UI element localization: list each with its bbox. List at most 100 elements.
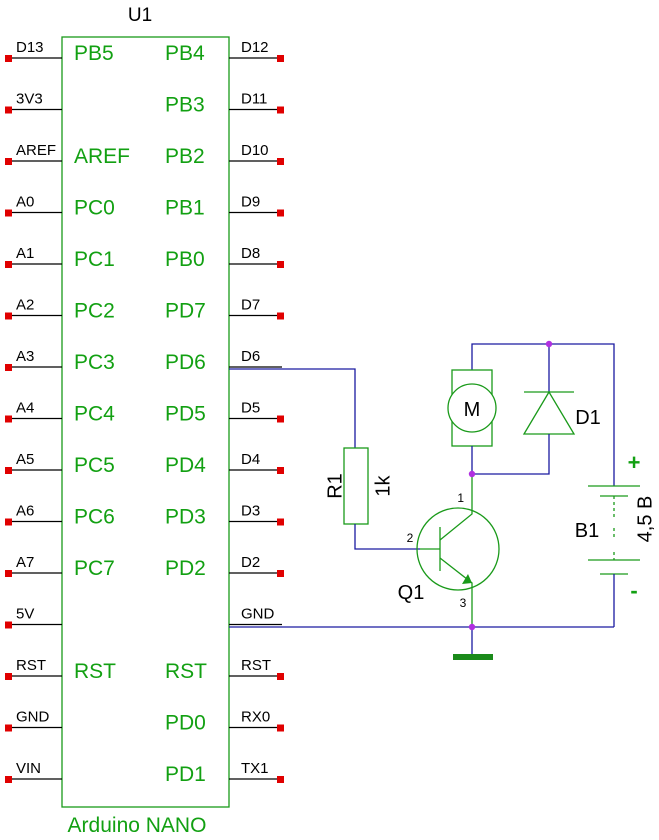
- pin-name: VIN: [16, 760, 41, 777]
- pin-name: D7: [241, 297, 260, 314]
- pin-name: A5: [16, 451, 34, 468]
- pin-name: 3V3: [16, 91, 43, 108]
- pin-endpoint: [277, 261, 284, 268]
- port-name: PD0: [165, 712, 206, 735]
- port-name: PC7: [74, 557, 115, 580]
- pin-endpoint: [5, 776, 12, 783]
- wire-d6-to-r1: [229, 368, 356, 448]
- pin-endpoint: [277, 312, 284, 320]
- pin-endpoint: [277, 724, 284, 732]
- pin-endpoint: [5, 261, 12, 268]
- pin-name: D8: [241, 245, 260, 262]
- pin-endpoint: [5, 55, 12, 62]
- port-name: RST: [165, 660, 207, 683]
- diode-d1: D1: [472, 344, 601, 475]
- pin-endpoint: [277, 467, 284, 474]
- pin-name: A1: [16, 245, 34, 262]
- ic-body: [61, 36, 230, 808]
- transistor-pin1: 1: [457, 491, 464, 505]
- ic-right-pins: D12PB4D11PB3D10PB2D9PB1D8PB0D7PD7D6PD6D5…: [165, 39, 284, 786]
- battery-value: 4,5 B: [634, 496, 656, 543]
- motor-m: M: [447, 369, 497, 447]
- port-name: PB0: [165, 248, 205, 271]
- pin-endpoint: [5, 209, 12, 217]
- port-name: PC4: [74, 403, 115, 426]
- port-name: PC0: [74, 197, 115, 220]
- pin-endpoint: [5, 673, 12, 680]
- pin-endpoint: [277, 55, 284, 62]
- pin-name: D9: [241, 194, 260, 211]
- pin-endpoint: [5, 415, 12, 423]
- port-name: PB3: [165, 94, 205, 117]
- ic-pin-right: GND: [229, 606, 282, 626]
- ic-pin-right: RST RST: [165, 657, 284, 683]
- ic-pin-right: D11 PB3: [165, 91, 284, 117]
- pin-name: D3: [241, 503, 260, 520]
- transistor-pin3: 3: [460, 596, 467, 610]
- port-name: PD5: [165, 403, 206, 426]
- pin-endpoint: [5, 724, 12, 732]
- ic-pin-left: A5 PC5: [5, 451, 115, 477]
- ic-pin-left: A1 PC1: [5, 245, 115, 271]
- port-name: PC5: [74, 454, 115, 477]
- pin-name: D11: [241, 91, 267, 108]
- port-name: PB5: [74, 42, 114, 65]
- resistor-r1: [343, 447, 369, 525]
- transistor-q1: 1 2 3 Q1: [398, 474, 500, 627]
- ic-pin-right: D9 PB1: [165, 194, 284, 220]
- pin-name: D13: [16, 39, 44, 56]
- diode-ref: D1: [575, 407, 601, 429]
- ic-pin-right: D2 PD2: [165, 554, 284, 580]
- pin-name: GND: [16, 709, 50, 726]
- port-name: PB2: [165, 145, 205, 168]
- pin-name: A3: [16, 348, 34, 365]
- pin-name: A6: [16, 503, 34, 520]
- ic-pin-right: D3 PD3: [165, 503, 284, 529]
- resistor-value: 1k: [372, 474, 394, 496]
- pin-endpoint: [277, 518, 284, 526]
- pin-endpoint: [277, 209, 284, 217]
- ic-pin-right: D8 PB0: [165, 245, 284, 271]
- battery-minus: -: [630, 578, 637, 603]
- pin-endpoint: [5, 158, 12, 165]
- port-name: AREF: [74, 145, 130, 168]
- ic-pin-left: AREF AREF: [5, 142, 130, 168]
- port-name: PB1: [165, 197, 205, 220]
- ic-pin-left: A7 PC7: [5, 554, 115, 580]
- ic-pin-left: 3V3: [5, 91, 62, 114]
- port-name: PD1: [165, 763, 206, 786]
- pin-name: A7: [16, 554, 34, 571]
- pin-name: RST: [241, 657, 271, 674]
- pin-name: D2: [241, 554, 260, 571]
- pin-endpoint: [5, 518, 12, 526]
- pin-endpoint: [277, 106, 284, 114]
- port-name: PD2: [165, 557, 206, 580]
- pin-endpoint: [277, 415, 284, 423]
- port-name: PC1: [74, 248, 115, 271]
- port-name: PD3: [165, 506, 206, 529]
- ic-pin-left: GND: [5, 709, 62, 732]
- pin-endpoint: [277, 570, 284, 577]
- transistor-pin2: 2: [407, 531, 414, 545]
- wire-r1-to-base: [354, 524, 420, 550]
- pin-name: 5V: [16, 606, 34, 623]
- pin-endpoint: [277, 776, 284, 783]
- pin-name: AREF: [16, 142, 56, 159]
- pin-endpoint: [5, 570, 12, 577]
- port-name: PC2: [74, 300, 115, 323]
- ic-name: Arduino NANO: [68, 814, 207, 837]
- pin-endpoint: [277, 158, 284, 165]
- port-name: PD4: [165, 454, 206, 477]
- pin-endpoint: [5, 106, 12, 114]
- port-name: PB4: [165, 42, 205, 65]
